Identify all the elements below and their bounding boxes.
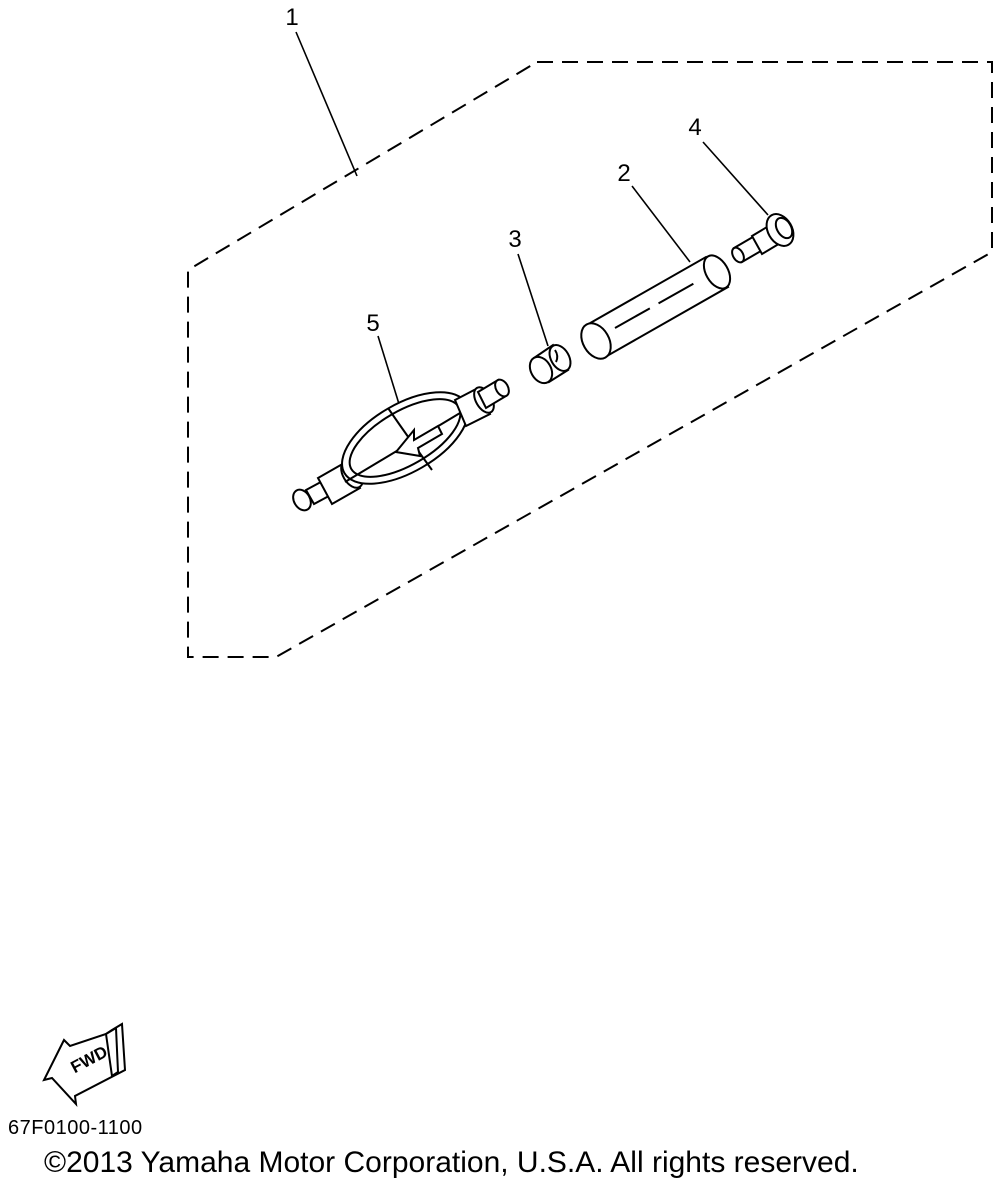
fuel-hose-part: [580, 254, 732, 360]
leader-line-4: [702, 141, 769, 216]
callout-4: 4: [688, 114, 702, 141]
assembly-boundary: [187, 61, 993, 658]
fwd-arrow-icon: [42, 1022, 127, 1107]
callout-5: 5: [366, 310, 380, 337]
copyright-notice: ©2013 Yamaha Motor Corporation, U.S.A. A…: [44, 1146, 859, 1179]
callout-1: 1: [285, 4, 299, 31]
callout-3: 3: [508, 226, 522, 253]
leader-line-2: [631, 185, 691, 263]
fuel-connector-part: [731, 213, 795, 264]
leader-line-5: [377, 335, 400, 405]
leader-line-1: [295, 31, 358, 177]
leader-line-3: [517, 253, 549, 347]
flow-arrow-icon: [394, 424, 444, 458]
primer-bulb-part: [292, 378, 510, 512]
callout-2: 2: [617, 160, 631, 187]
hose-clip-part: [528, 343, 572, 385]
part-code: 67F0100-1100: [8, 1117, 143, 1139]
